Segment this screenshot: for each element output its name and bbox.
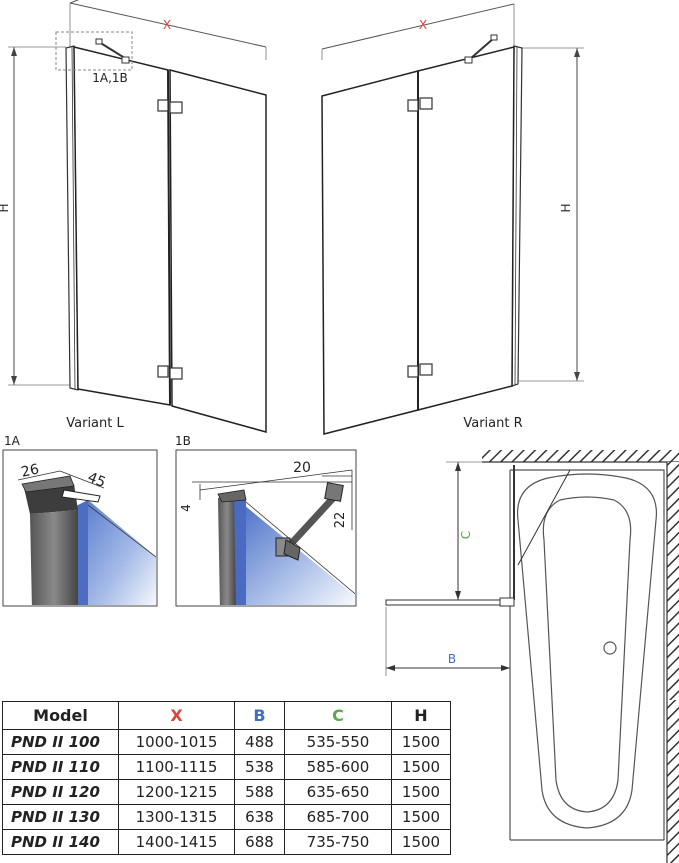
drain-icon — [603, 641, 617, 655]
detail-1b-dim: 4 — [179, 504, 193, 512]
detail-1a-dim: 26 — [20, 461, 41, 480]
table-header-row: Model X B C H — [2, 701, 451, 730]
detail-1a-label: 1A — [4, 434, 21, 448]
x-cell: 1100-1115 — [118, 754, 235, 780]
b-cell: 488 — [234, 729, 285, 755]
x-cell: 1200-1215 — [118, 779, 235, 805]
x-cell: 1000-1015 — [118, 729, 235, 755]
model-spec-table: Model X B C H PND II 100 1000-1015 488 5… — [2, 701, 451, 855]
table-row: PND II 130 1300-1315 638 685-700 1500 — [2, 804, 451, 830]
header-b: B — [234, 701, 285, 730]
table-row: PND II 140 1400-1415 688 735-750 1500 — [2, 829, 451, 855]
support-bar-right — [469, 37, 495, 60]
wall-hatching-right — [667, 462, 679, 700]
h-label-right: H — [559, 203, 573, 212]
support-bar-plan — [517, 469, 571, 566]
hinge-icon — [419, 363, 433, 376]
product-diagram: X H 1A,1B Variant L X — [0, 0, 679, 700]
h-cell: 1500 — [391, 729, 451, 755]
detail-1b-dim: 22 — [333, 512, 348, 529]
detail-callout-box — [55, 31, 133, 71]
h-cell: 1500 — [391, 754, 451, 780]
hinge-icon — [407, 99, 419, 112]
model-cell: PND II 110 — [2, 754, 119, 780]
variant-l-caption: Variant L — [66, 416, 124, 431]
c-cell: 685-700 — [284, 804, 392, 830]
door-panel-right — [321, 70, 419, 435]
h-label-left: H — [0, 203, 11, 212]
hinge-icon — [157, 99, 169, 112]
x-dimension-line-right — [321, 3, 515, 50]
screen-door-plan — [385, 599, 513, 606]
c-cell: 585-600 — [284, 754, 392, 780]
variant-r-view: X H Variant R — [321, 3, 584, 435]
fixed-panel-left — [73, 46, 171, 406]
x-label-right: X — [419, 18, 427, 32]
plan-view: C B — [385, 450, 679, 700]
bathtub-outer — [516, 473, 658, 700]
header-h: H — [391, 701, 451, 730]
hinge-icon — [169, 367, 183, 380]
hinge-icon — [419, 97, 433, 110]
detail-1a-dim: 45 — [85, 470, 108, 492]
x-dimension-line-left — [69, 2, 267, 48]
x-cell: 1300-1315 — [118, 804, 235, 830]
b-cell: 638 — [234, 804, 285, 830]
model-cell: PND II 140 — [2, 829, 119, 855]
detail-1b-label: 1B — [175, 434, 191, 448]
model-cell: PND II 130 — [2, 804, 119, 830]
detail-1b-dim: 20 — [293, 460, 311, 476]
header-c: C — [284, 701, 392, 730]
door-panel-left — [169, 69, 267, 433]
h-cell: 1500 — [391, 779, 451, 805]
header-x: X — [118, 701, 235, 730]
c-cell: 535-550 — [284, 729, 392, 755]
x-label-left: X — [163, 18, 171, 32]
header-model: Model — [2, 701, 119, 730]
b-cell: 538 — [234, 754, 285, 780]
detail-1b: 1B 20 4 22 — [175, 434, 357, 607]
model-cell: PND II 100 — [2, 729, 119, 755]
wall-hatching-top — [482, 450, 679, 462]
b-label: B — [448, 652, 456, 666]
bathtub-rim — [509, 469, 665, 700]
c-cell: 635-650 — [284, 779, 392, 805]
hinge-icon — [407, 365, 419, 378]
variant-r-caption: Variant R — [463, 416, 522, 431]
table-row: PND II 110 1100-1115 538 585-600 1500 — [2, 754, 451, 780]
h-cell: 1500 — [391, 829, 451, 855]
b-cell: 588 — [234, 779, 285, 805]
model-cell: PND II 120 — [2, 779, 119, 805]
hinge-icon — [157, 365, 169, 378]
variant-l-view: X H 1A,1B Variant L — [0, 0, 267, 433]
table-row: PND II 100 1000-1015 488 535-550 1500 — [2, 729, 451, 755]
b-cell: 688 — [234, 829, 285, 855]
hinge-icon — [169, 101, 183, 114]
plan-view-lower — [509, 700, 679, 863]
x-cell: 1400-1415 — [118, 829, 235, 855]
detail-ref-label: 1A,1B — [92, 71, 128, 85]
detail-1a: 1A 26 45 — [2, 434, 158, 607]
table-row: PND II 120 1200-1215 588 635-650 1500 — [2, 779, 451, 805]
c-label: C — [459, 531, 473, 539]
c-cell: 735-750 — [284, 829, 392, 855]
h-cell: 1500 — [391, 804, 451, 830]
bathtub-inner — [542, 496, 632, 700]
